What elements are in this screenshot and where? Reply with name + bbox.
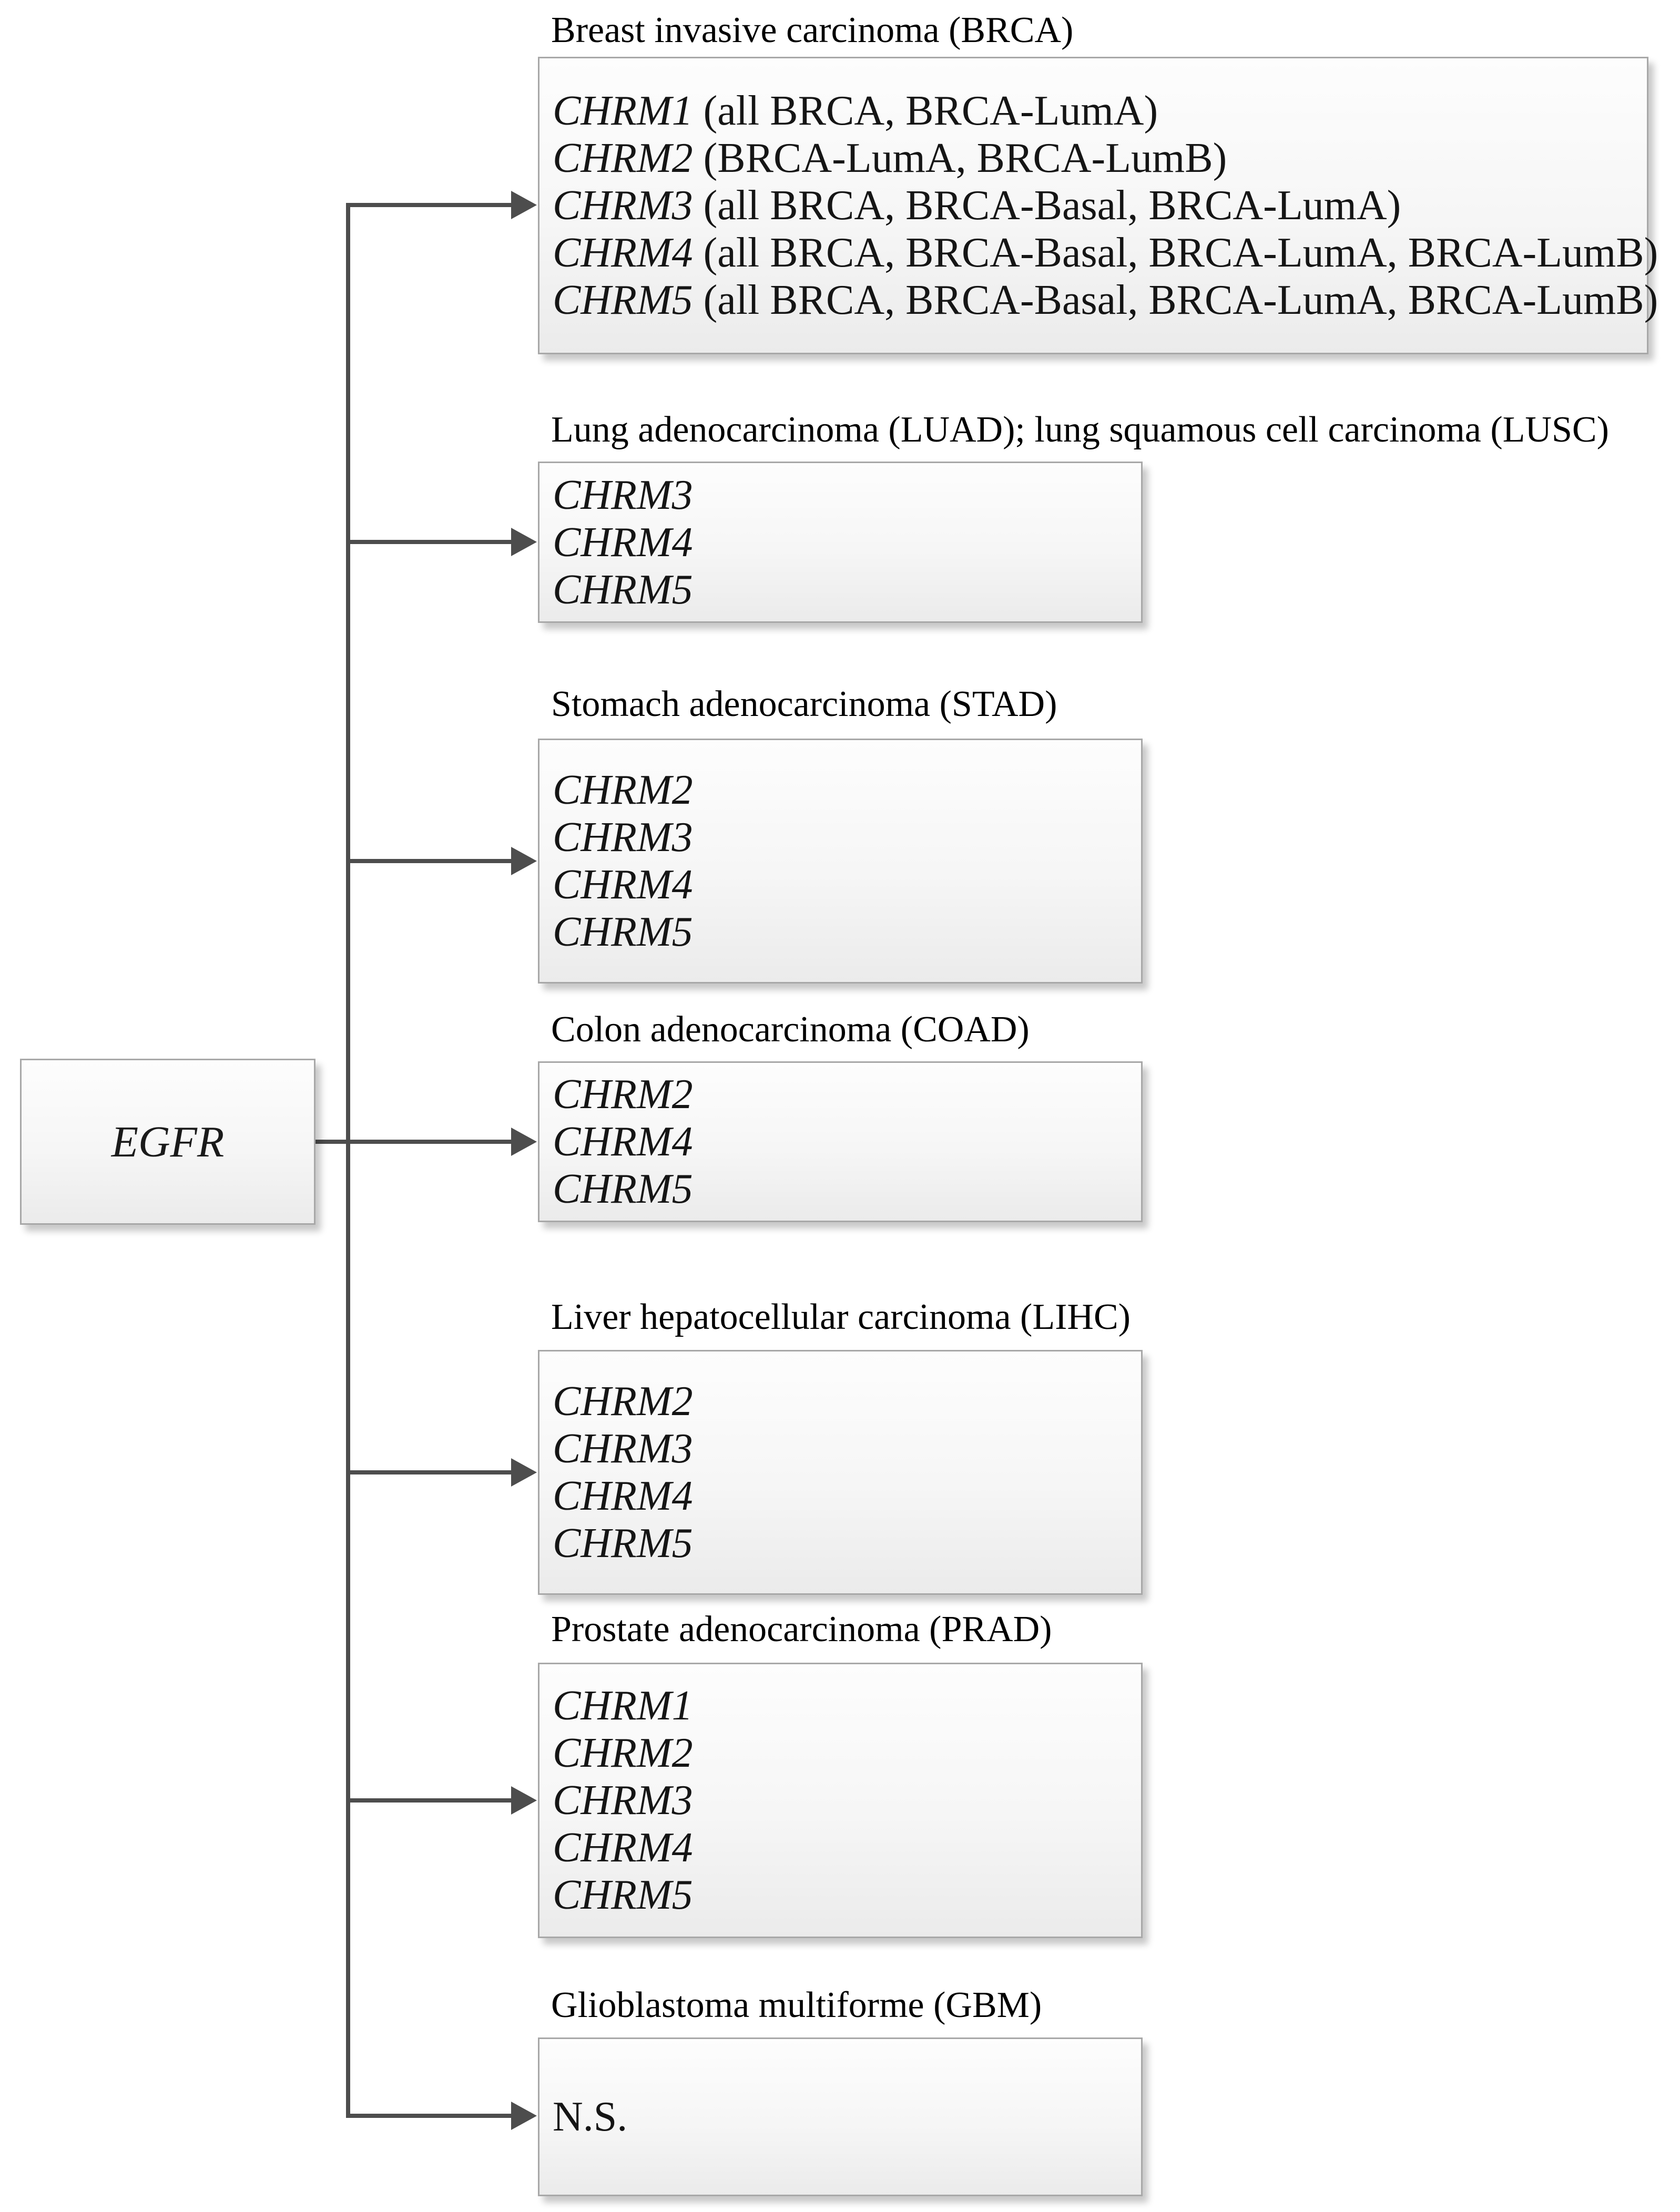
gene-line: CHRM4 xyxy=(553,1824,1136,1871)
gene-note: (BRCA-LumA, BRCA-LumB) xyxy=(693,135,1227,181)
gene-symbol: CHRM4 xyxy=(553,1119,693,1165)
gene-line: CHRM1 (all BRCA, BRCA-LumA) xyxy=(553,87,1642,135)
arrowhead-coad xyxy=(511,1128,537,1156)
gene-symbol: CHRM4 xyxy=(553,230,693,276)
gene-line: CHRM4 xyxy=(553,861,1136,908)
egfr-label: EGFR xyxy=(111,1117,225,1166)
box-title-stad: Stomach adenocarcinoma (STAD) xyxy=(551,684,1057,724)
arrowhead-lihc xyxy=(511,1458,537,1487)
gene-line: CHRM3 xyxy=(553,1425,1136,1472)
gene-note: (all BRCA, BRCA-Basal, BRCA-LumA) xyxy=(693,182,1401,229)
gene-symbol: CHRM2 xyxy=(553,135,693,181)
gene-symbol: CHRM1 xyxy=(553,1683,693,1729)
arrowhead-luad xyxy=(511,528,537,556)
target-box-brca: CHRM1 (all BRCA, BRCA-LumA)CHRM2 (BRCA-L… xyxy=(538,57,1658,354)
gene-note: N.S. xyxy=(553,2094,628,2140)
gene-symbol: CHRM3 xyxy=(553,182,693,229)
gene-symbol: CHRM4 xyxy=(553,1473,693,1519)
target-box-gbm: N.S. xyxy=(538,2037,1143,2196)
gene-symbol: CHRM4 xyxy=(553,862,693,908)
gene-line: CHRM2 xyxy=(553,1729,1136,1777)
gene-symbol: CHRM3 xyxy=(553,814,693,861)
arrowhead-brca xyxy=(511,191,537,219)
gene-line: CHRM3 xyxy=(553,1777,1136,1824)
gene-line: CHRM5 xyxy=(553,1520,1136,1567)
gene-note: (all BRCA, BRCA-LumA) xyxy=(693,88,1158,134)
gene-symbol: CHRM4 xyxy=(553,519,693,566)
gene-symbol: CHRM2 xyxy=(553,1730,693,1776)
gene-line: CHRM2 xyxy=(553,766,1136,814)
box-title-brca: Breast invasive carcinoma (BRCA) xyxy=(551,10,1074,50)
gene-symbol: CHRM5 xyxy=(553,1520,693,1566)
gene-line: CHRM5 xyxy=(553,566,1136,613)
box-title-prad: Prostate adenocarcinoma (PRAD) xyxy=(551,1609,1052,1650)
gene-line: CHRM1 xyxy=(553,1682,1136,1729)
arrowhead-gbm xyxy=(511,2102,537,2130)
box-title-coad: Colon adenocarcinoma (COAD) xyxy=(551,1009,1030,1050)
gene-line: CHRM4 xyxy=(553,1118,1136,1165)
gene-line: CHRM5 (all BRCA, BRCA-Basal, BRCA-LumA, … xyxy=(553,276,1658,324)
gene-line: CHRM3 (all BRCA, BRCA-Basal, BRCA-LumA) xyxy=(553,182,1642,229)
gene-line: CHRM5 xyxy=(553,1871,1136,1919)
gene-line: N.S. xyxy=(553,2093,1136,2141)
gene-line: CHRM2 xyxy=(553,1071,1136,1118)
box-title-gbm: Glioblastoma multiforme (GBM) xyxy=(551,1985,1042,2025)
gene-symbol: CHRM5 xyxy=(553,566,693,613)
gene-symbol: CHRM3 xyxy=(553,1426,693,1472)
box-title-luad: Lung adenocarcinoma (LUAD); lung squamou… xyxy=(551,409,1609,450)
gene-symbol: CHRM2 xyxy=(553,1071,693,1118)
gene-symbol: CHRM5 xyxy=(553,909,693,955)
gene-line: CHRM4 xyxy=(553,1472,1136,1520)
gene-symbol: CHRM5 xyxy=(553,277,693,323)
egfr-box: EGFR xyxy=(20,1059,315,1225)
box-title-lihc: Liver hepatocellular carcinoma (LIHC) xyxy=(551,1297,1131,1337)
gene-symbol: CHRM5 xyxy=(553,1166,693,1212)
gene-symbol: CHRM3 xyxy=(553,472,693,518)
gene-symbol: CHRM2 xyxy=(553,1378,693,1425)
gene-line: CHRM4 xyxy=(553,519,1136,566)
gene-line: CHRM3 xyxy=(553,472,1136,519)
gene-line: CHRM4 (all BRCA, BRCA-Basal, BRCA-LumA, … xyxy=(553,229,1658,276)
gene-symbol: CHRM5 xyxy=(553,1872,693,1918)
gene-symbol: CHRM1 xyxy=(553,88,693,134)
gene-symbol: CHRM2 xyxy=(553,767,693,813)
arrowhead-stad xyxy=(511,847,537,875)
gene-note: (all BRCA, BRCA-Basal, BRCA-LumA, BRCA-L… xyxy=(693,230,1658,276)
gene-line: CHRM5 xyxy=(553,1165,1136,1213)
gene-line: CHRM2 xyxy=(553,1378,1136,1425)
gene-note: (all BRCA, BRCA-Basal, BRCA-LumA, BRCA-L… xyxy=(693,277,1658,323)
gene-line: CHRM3 xyxy=(553,814,1136,861)
gene-symbol: CHRM3 xyxy=(553,1777,693,1824)
gene-symbol: CHRM4 xyxy=(553,1825,693,1871)
gene-line: CHRM2 (BRCA-LumA, BRCA-LumB) xyxy=(553,135,1642,182)
gene-line: CHRM5 xyxy=(553,908,1136,956)
arrowhead-prad xyxy=(511,1786,537,1815)
